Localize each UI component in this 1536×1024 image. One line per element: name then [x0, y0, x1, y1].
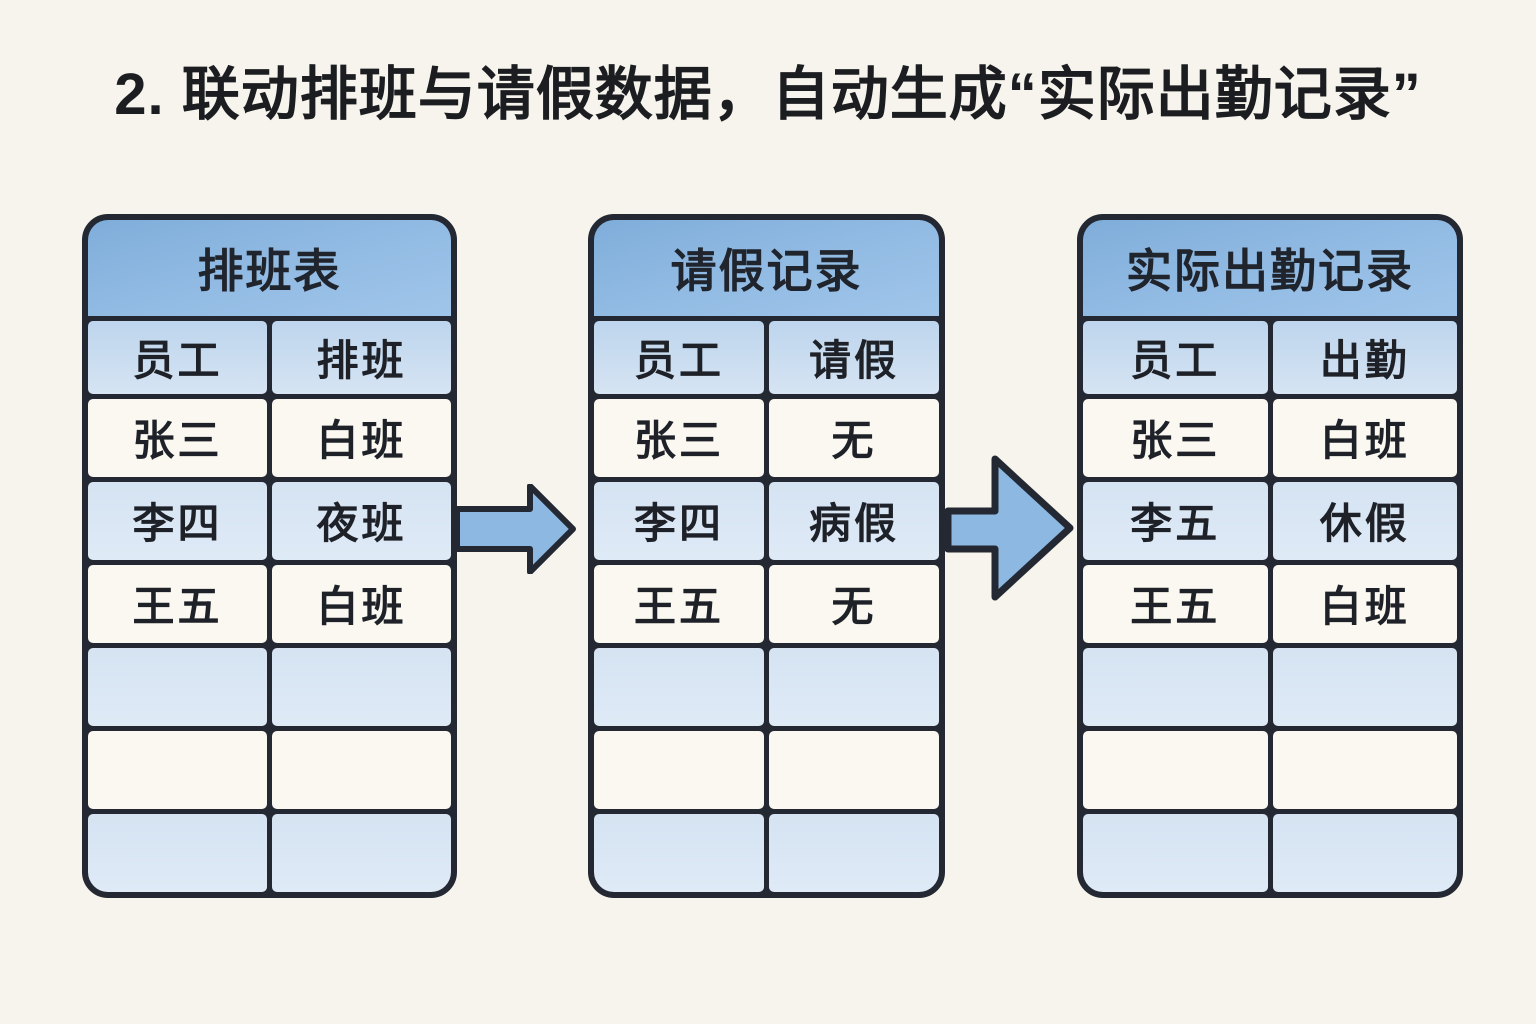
- empty-row: [594, 813, 939, 892]
- column-header-employee: 员工: [88, 320, 267, 394]
- cell-leave: 无: [769, 564, 939, 643]
- table-row: 李四 病假: [594, 481, 939, 560]
- empty-row: [88, 730, 451, 809]
- empty-cell: [88, 647, 267, 726]
- empty-cell: [1272, 647, 1457, 726]
- column-header-employee: 员工: [1083, 320, 1268, 394]
- cell-leave: 无: [769, 398, 939, 477]
- cell-shift: 白班: [272, 564, 451, 643]
- empty-cell: [272, 813, 451, 892]
- empty-cell: [88, 730, 267, 809]
- empty-row: [1083, 647, 1457, 726]
- empty-cell: [272, 730, 451, 809]
- cell-leave: 病假: [769, 481, 939, 560]
- table-row: 张三 无: [594, 398, 939, 477]
- flow-arrow-2: [945, 214, 1077, 601]
- empty-cell: [272, 647, 451, 726]
- table-title: 排班表: [88, 219, 451, 316]
- empty-cell: [1083, 647, 1268, 726]
- cell-employee: 张三: [1083, 398, 1268, 477]
- cell-employee: 李四: [594, 481, 764, 560]
- empty-cell: [769, 730, 939, 809]
- table-row: 李四 夜班: [88, 481, 451, 560]
- empty-cell: [1272, 813, 1457, 892]
- table-header-row: 员工 排班: [88, 320, 451, 394]
- empty-cell: [594, 730, 764, 809]
- arrow-right-icon: [457, 483, 576, 574]
- empty-row: [1083, 813, 1457, 892]
- cell-shift: 白班: [272, 398, 451, 477]
- cell-employee: 王五: [1083, 564, 1268, 643]
- cell-employee: 张三: [594, 398, 764, 477]
- table-schedule: 排班表 员工 排班 张三 白班 李四 夜班 王五 白班: [82, 213, 457, 898]
- table-title: 实际出勤记录: [1083, 219, 1457, 316]
- cell-employee: 李五: [1083, 481, 1268, 560]
- table-header-row: 员工 请假: [594, 320, 939, 394]
- empty-cell: [1083, 813, 1268, 892]
- empty-row: [594, 730, 939, 809]
- cell-shift: 夜班: [272, 481, 451, 560]
- empty-cell: [769, 647, 939, 726]
- table-row: 李五 休假: [1083, 481, 1457, 560]
- column-header-shift: 排班: [272, 320, 451, 394]
- flow-diagram: 排班表 员工 排班 张三 白班 李四 夜班 王五 白班: [0, 213, 1536, 898]
- table-actual-attendance: 实际出勤记录 员工 出勤 张三 白班 李五 休假 王五 白班: [1077, 213, 1463, 898]
- arrow-right-icon: [945, 455, 1074, 601]
- table-title: 请假记录: [594, 219, 939, 316]
- empty-row: [1083, 730, 1457, 809]
- table-row: 王五 白班: [1083, 564, 1457, 643]
- table-row: 王五 无: [594, 564, 939, 643]
- table-header-row: 员工 出勤: [1083, 320, 1457, 394]
- table-row: 王五 白班: [88, 564, 451, 643]
- empty-cell: [594, 813, 764, 892]
- cell-employee: 张三: [88, 398, 267, 477]
- flow-arrow-1: [457, 214, 588, 574]
- empty-row: [88, 813, 451, 892]
- table-row: 张三 白班: [1083, 398, 1457, 477]
- cell-attendance: 休假: [1272, 481, 1457, 560]
- column-header-attendance: 出勤: [1272, 320, 1457, 394]
- cell-employee: 王五: [88, 564, 267, 643]
- empty-row: [88, 647, 451, 726]
- cell-attendance: 白班: [1272, 398, 1457, 477]
- empty-cell: [769, 813, 939, 892]
- empty-row: [594, 647, 939, 726]
- cell-employee: 李四: [88, 481, 267, 560]
- column-header-employee: 员工: [594, 320, 764, 394]
- page-title: 2. 联动排班与请假数据，自动生成“实际出勤记录”: [114, 62, 1422, 127]
- table-leave-record: 请假记录 员工 请假 张三 无 李四 病假 王五 无: [588, 213, 945, 898]
- empty-cell: [88, 813, 267, 892]
- empty-cell: [594, 647, 764, 726]
- empty-cell: [1083, 730, 1268, 809]
- arrow-shape: [945, 455, 1074, 601]
- column-header-leave: 请假: [769, 320, 939, 394]
- cell-employee: 王五: [594, 564, 764, 643]
- empty-cell: [1272, 730, 1457, 809]
- arrow-shape: [457, 483, 576, 574]
- table-row: 张三 白班: [88, 398, 451, 477]
- cell-attendance: 白班: [1272, 564, 1457, 643]
